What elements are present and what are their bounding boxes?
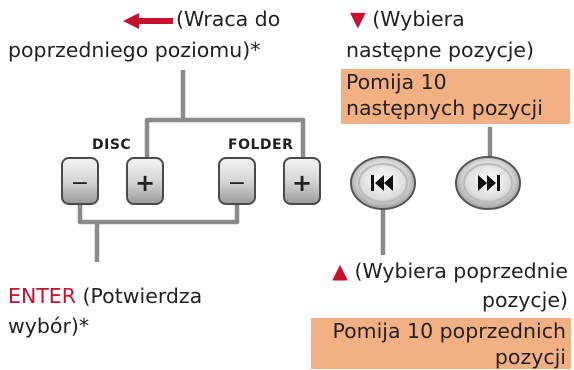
skip-previous-icon [371,175,393,191]
disc-label: DISC [92,137,132,153]
next-callout-line2: następne pozycje) [346,38,535,62]
next-callout-text1: (Wybiera [372,7,465,31]
disc-plus-text: + [135,169,155,197]
enter-callout-line1: ENTER (Potwierdza [8,283,202,310]
next-callout-line1: ▼ (Wybiera [350,6,465,33]
folder-plus-text: + [292,169,312,197]
prev-callout-text1: (Wybiera poprzednie [354,259,568,283]
skip-next-icon [478,175,500,191]
previous-button[interactable] [350,156,416,210]
prev-callout-line1: ▲ (Wybiera poprzednie [332,258,568,285]
up-triangle-icon: ▲ [332,259,348,283]
next-highlight-line2: następnych pozycji [346,96,543,120]
next-button[interactable] [455,156,521,210]
disc-minus-button[interactable]: − [61,157,99,205]
folder-minus-text: − [228,171,246,196]
folder-label: FOLDER [228,137,294,153]
next-highlight-box: Pomija 10 następnych pozycji [341,69,570,124]
enter-callout-line2: wybór)* [8,314,90,338]
prev-highlight-line2: pozycji [494,345,566,369]
back-arrow-icon [123,13,173,29]
back-callout-line2: poprzedniego poziomu)* [8,38,261,62]
folder-plus-button[interactable]: + [283,157,321,205]
back-callout-line1: (Wraca do [176,7,281,31]
prev-highlight-box: Pomija 10 poprzednich pozycji [311,318,571,369]
disc-minus-text: − [71,171,89,196]
next-highlight-line1: Pomija 10 [346,70,447,94]
enter-callout-text1: (Potwierdza [76,284,203,308]
disc-plus-button[interactable]: + [126,157,164,205]
prev-callout-line2: pozycje) [481,288,568,312]
down-triangle-icon: ▼ [350,7,366,31]
folder-minus-button[interactable]: − [218,157,256,205]
prev-highlight-line1: Pomija 10 poprzednich [332,319,566,343]
enter-keyword: ENTER [8,284,77,308]
